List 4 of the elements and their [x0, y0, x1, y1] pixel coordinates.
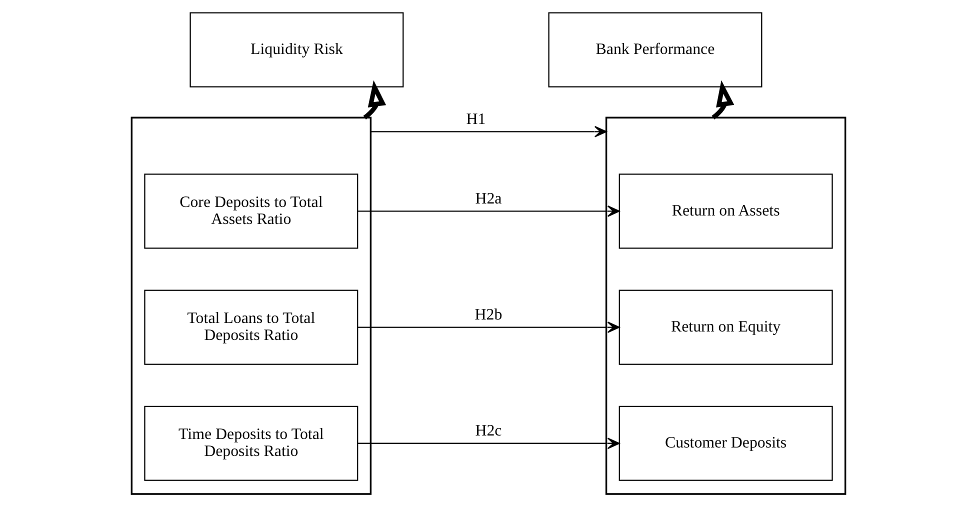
edge-label: H2a [475, 190, 502, 208]
edge-label: H1 [466, 110, 486, 128]
edge-label: H2b [474, 306, 502, 324]
edge-label: H2c [475, 422, 502, 440]
